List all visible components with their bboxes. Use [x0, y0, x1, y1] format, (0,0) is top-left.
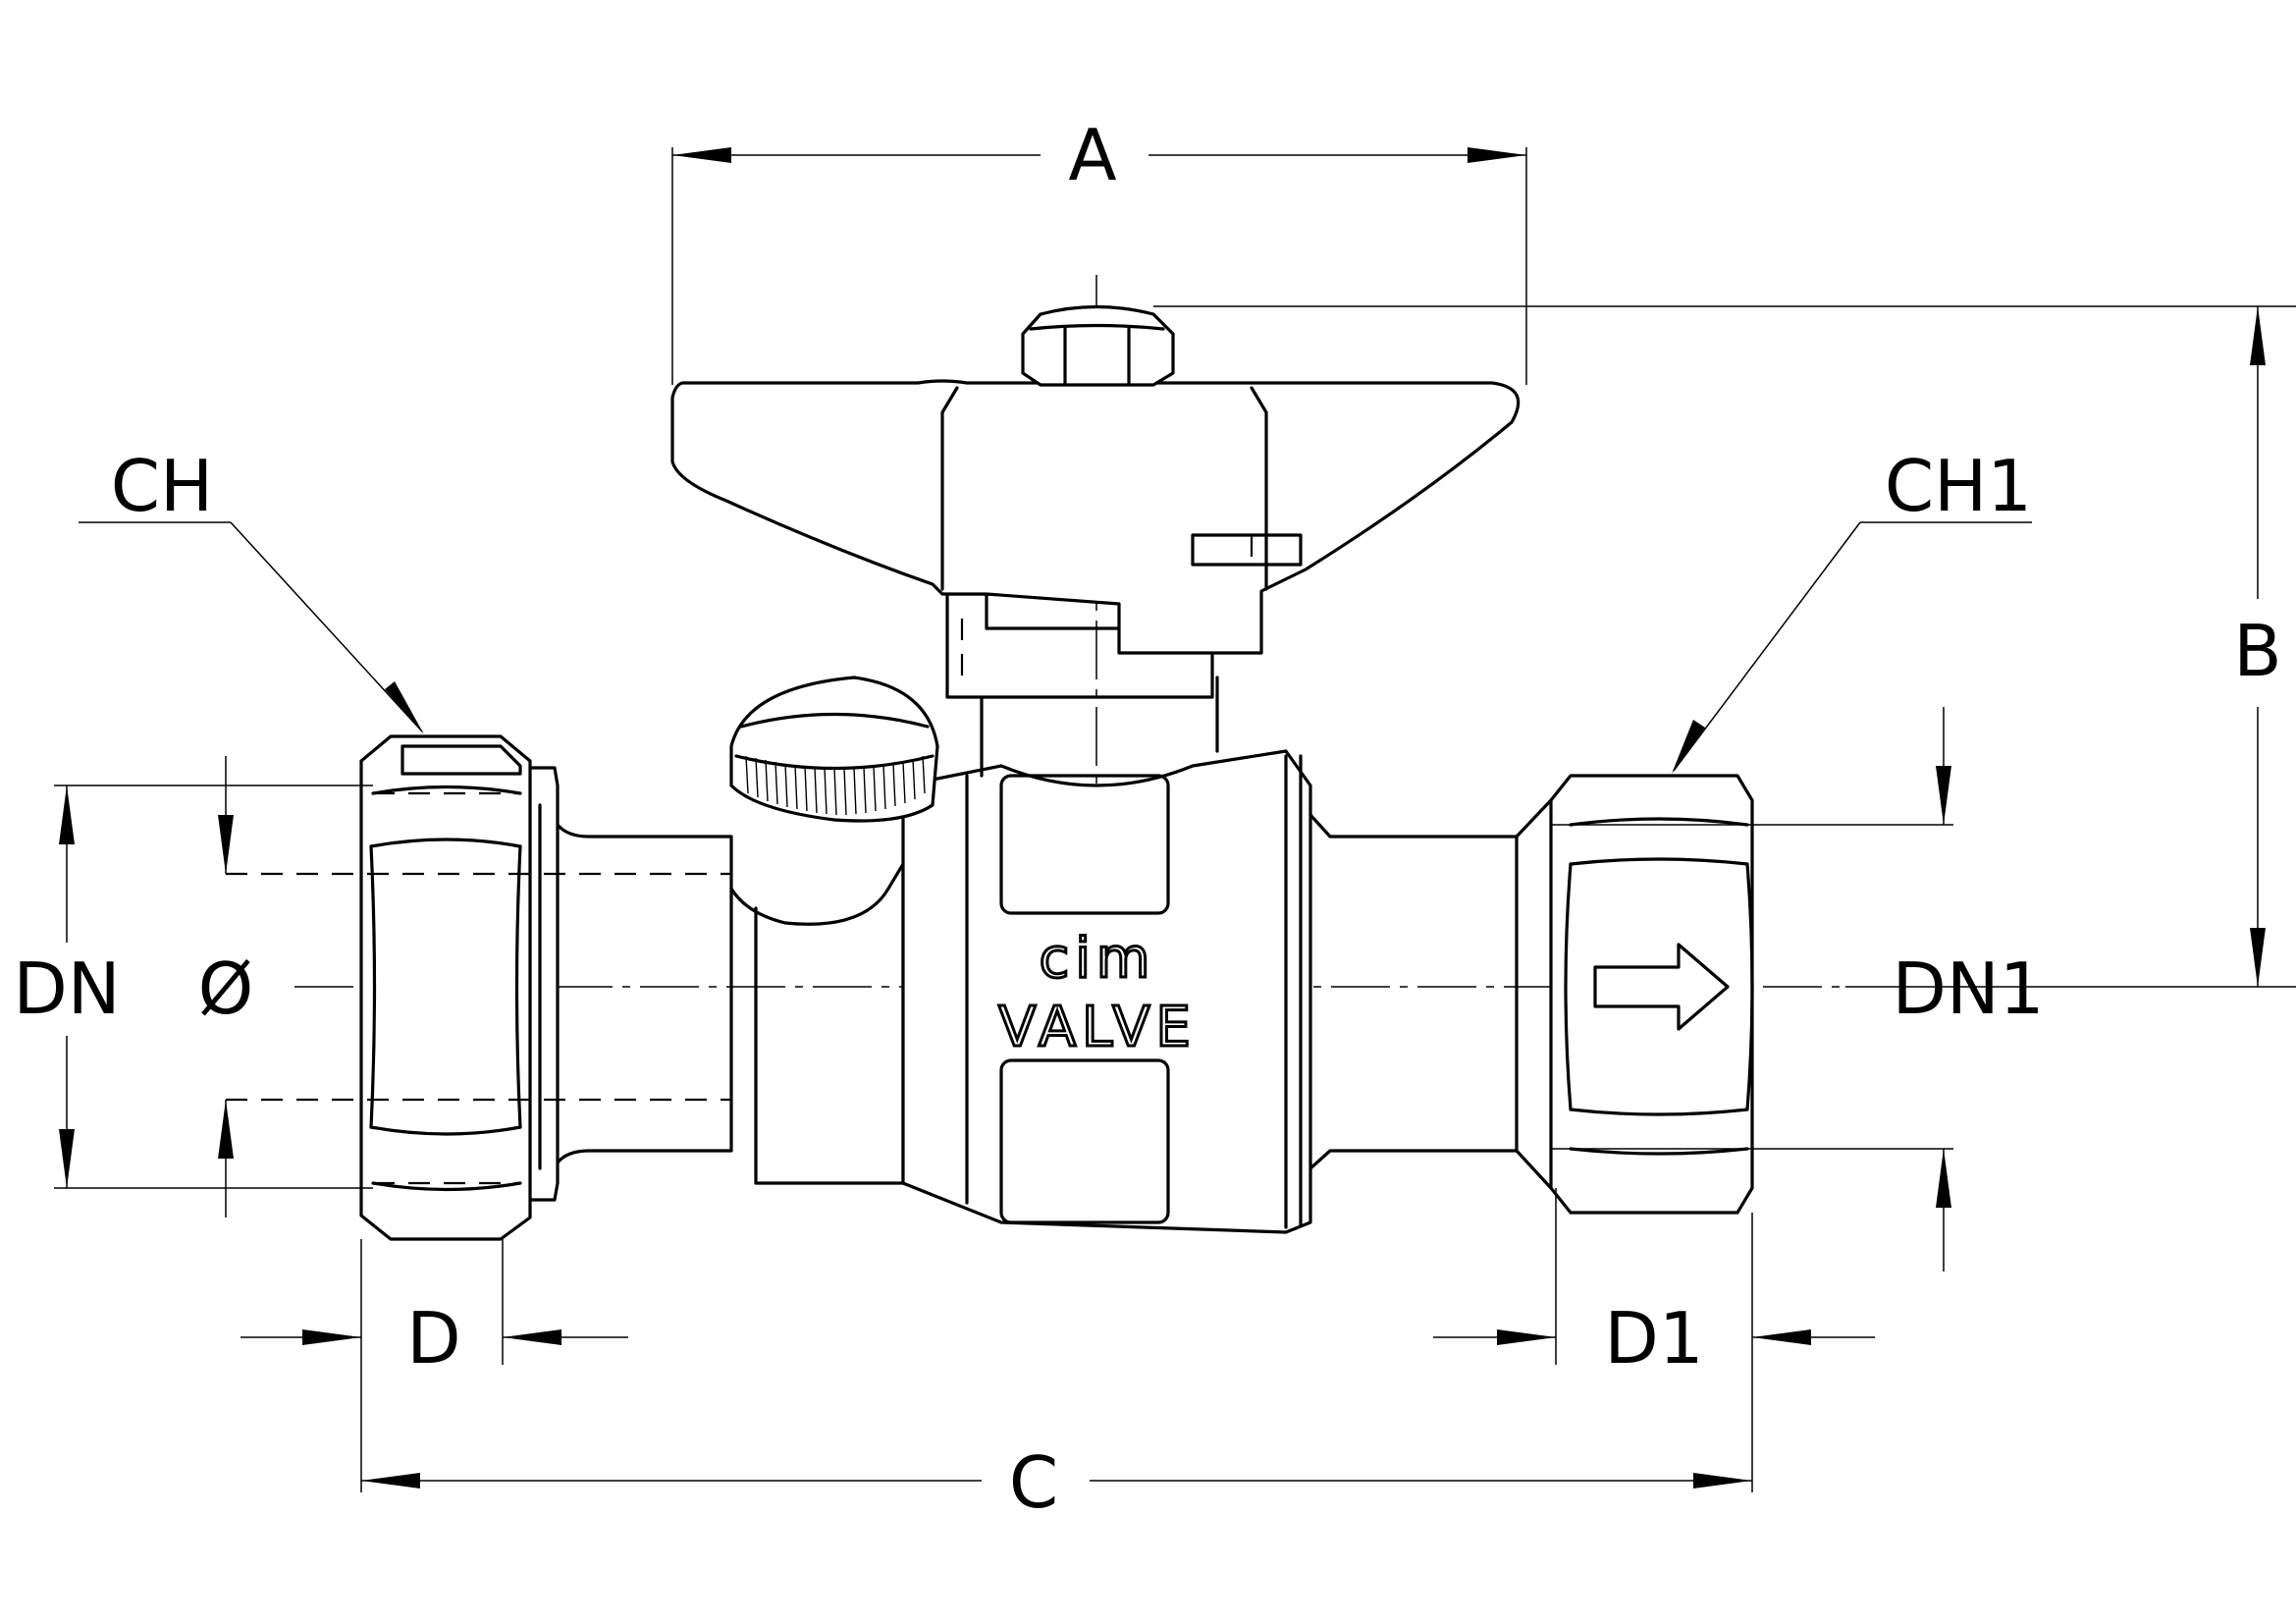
- drain-cap-knurl: [745, 755, 926, 816]
- dimension-DN: [54, 785, 373, 1189]
- right-nut-facet-lines: [1569, 817, 1749, 1156]
- dimension-label-DN1: DN1: [1892, 947, 2044, 1030]
- handle-retaining-nut: [1021, 304, 1175, 387]
- dimension-label-C: C: [1009, 1441, 1058, 1524]
- dimension-label-A: A: [1068, 114, 1116, 196]
- dimension-DN1: [1551, 707, 1953, 1272]
- dimension-label-B: B: [2233, 610, 2281, 692]
- dimension-label-DN: DN: [13, 947, 120, 1030]
- stem-collar: [945, 592, 1214, 699]
- left-union-hex-nut: [359, 734, 532, 1241]
- left-nut-facet-bottom: [369, 1125, 522, 1192]
- dimension-C: [360, 1213, 1753, 1492]
- left-nut-facet: [369, 844, 522, 1129]
- body-neck-left: [729, 862, 905, 1185]
- body-brand-text: cim: [1040, 927, 1156, 991]
- butterfly-handle: [670, 379, 1521, 655]
- right-tailpiece: [1308, 813, 1519, 1170]
- left-hidden-bore: [226, 872, 731, 1102]
- valve-stem-neck: [980, 676, 1219, 778]
- body-valve-text: VALVE: [998, 996, 1197, 1059]
- dimension-label-diameter: Ø: [198, 947, 254, 1030]
- body-upper-frame: [999, 774, 1170, 915]
- leader-CH: [79, 521, 424, 734]
- left-tailpiece: [556, 823, 733, 1164]
- dimension-label-D1: D1: [1604, 1297, 1703, 1380]
- leader-label-CH1: CH1: [1885, 445, 2032, 527]
- drain-cap-slot: [739, 712, 930, 729]
- dimension-B: [1153, 305, 2296, 988]
- leader-CH1: [1672, 521, 2032, 774]
- left-hidden-thread: [373, 791, 520, 1185]
- left-nut-facet-top: [369, 785, 522, 848]
- dimension-label-D: D: [406, 1297, 460, 1380]
- valve-main-body: [901, 749, 1312, 1234]
- dimension-A: [671, 147, 1527, 385]
- leader-label-CH: CH: [111, 445, 213, 527]
- dimension-diameter: [218, 756, 234, 1218]
- drain-cap-skirt: [734, 754, 934, 771]
- right-nut-chamfer: [1515, 798, 1553, 1190]
- handle-lock-tab: [1191, 533, 1303, 567]
- body-lower-frame: [999, 1058, 1170, 1224]
- dimension-D1: [1433, 1188, 1875, 1365]
- right-nut-side: [1564, 862, 1754, 1111]
- handle-hub-lines: [940, 386, 1268, 591]
- right-hex-nut: [1549, 774, 1754, 1215]
- drain-cap-body: [729, 676, 939, 823]
- left-nut-tab: [400, 744, 522, 776]
- dimension-D: [240, 1239, 628, 1365]
- handle-nut-facets: [1029, 323, 1165, 387]
- flow-direction-arrow: [1593, 943, 1730, 1031]
